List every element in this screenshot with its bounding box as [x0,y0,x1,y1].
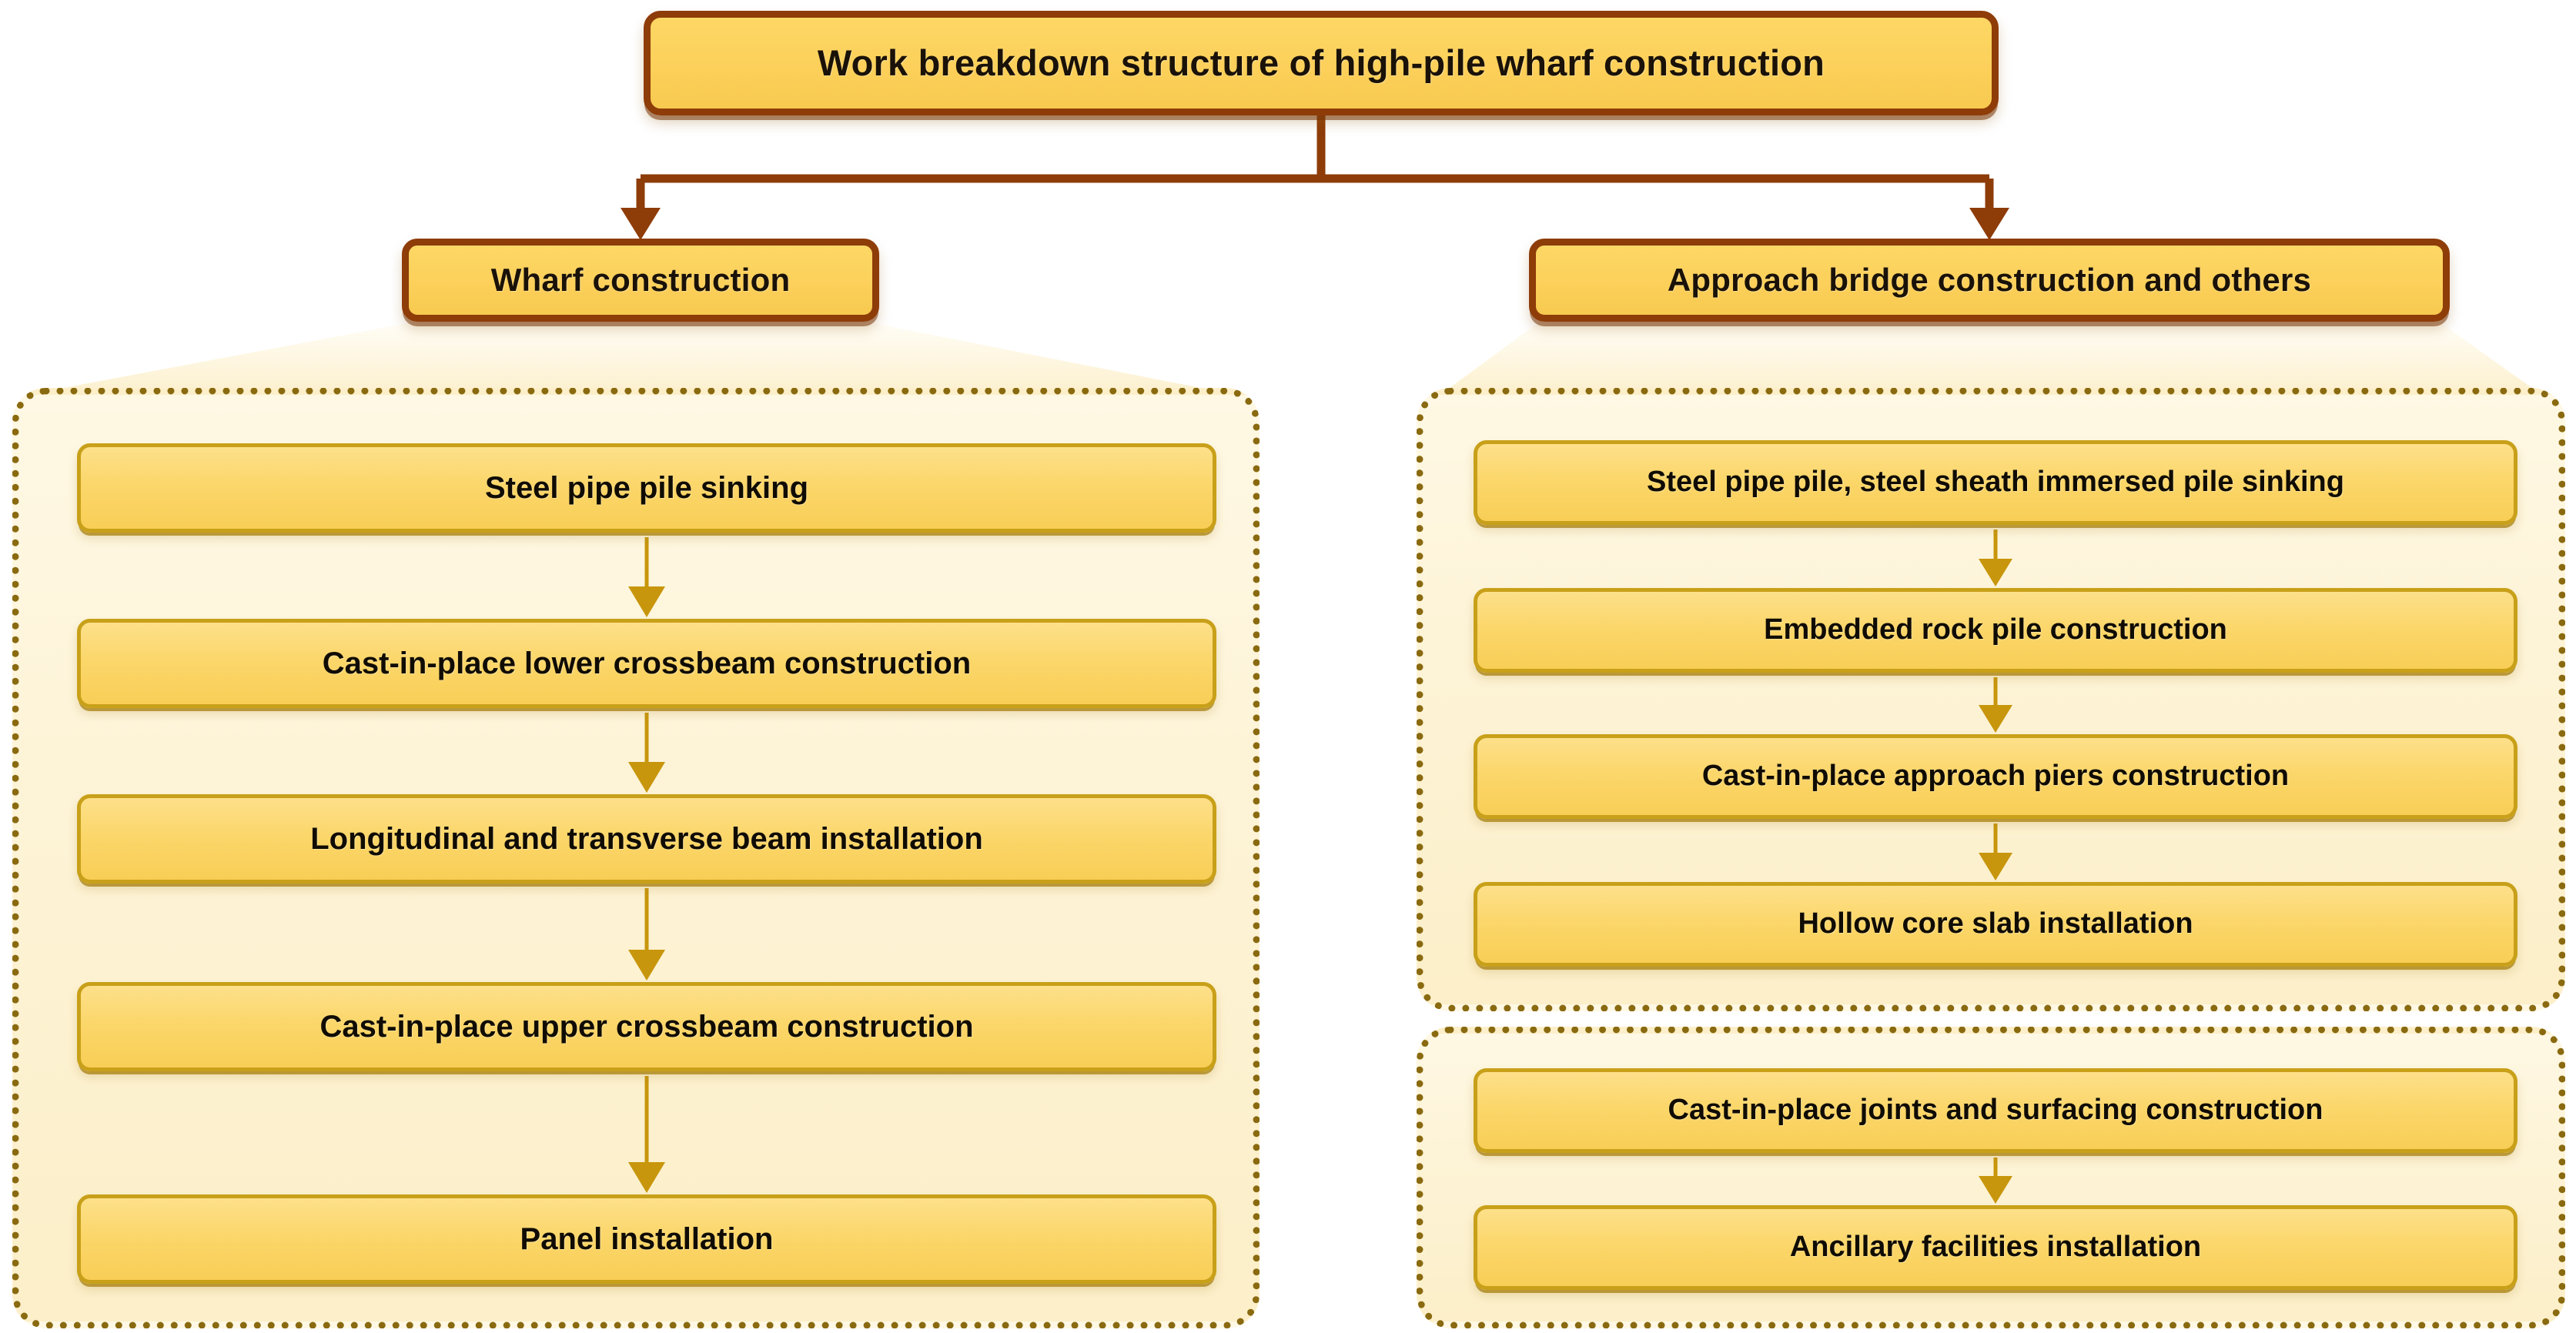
task-box[interactable]: Cast-in-place joints and surfacing const… [1474,1068,2517,1153]
task-box[interactable]: Cast-in-place approach piers constructio… [1474,734,2517,819]
task-label: Hollow core slab installation [1798,907,2193,940]
task-box[interactable]: Cast-in-place upper crossbeam constructi… [77,982,1216,1071]
task-box[interactable]: Cast-in-place lower crossbeam constructi… [77,619,1216,708]
root-node[interactable]: Work breakdown structure of high-pile wh… [644,11,1999,115]
task-box[interactable]: Steel pipe pile, steel sheath immersed p… [1474,440,2517,525]
task-box[interactable]: Longitudinal and transverse beam install… [77,794,1216,884]
task-label: Steel pipe pile, steel sheath immersed p… [1647,466,2344,499]
branch-node-wharf[interactable]: Wharf construction [402,239,879,322]
fan-approach [1441,322,2541,394]
branch-node-wharf-label: Wharf construction [490,261,791,298]
task-label: Embedded rock pile construction [1764,613,2227,646]
arrowhead-approach [1969,208,2009,240]
task-label: Cast-in-place lower crossbeam constructi… [322,646,972,680]
task-box[interactable]: Embedded rock pile construction [1474,588,2517,673]
task-box[interactable]: Panel installation [77,1194,1216,1284]
task-box[interactable]: Steel pipe pile sinking [77,443,1216,533]
task-box[interactable]: Hollow core slab installation [1474,882,2517,967]
task-label: Ancillary facilities installation [1789,1231,2202,1264]
task-box[interactable]: Ancillary facilities installation [1474,1205,2517,1290]
task-label: Steel pipe pile sinking [484,471,809,505]
root-node-label: Work breakdown structure of high-pile wh… [817,42,1825,84]
arrowhead-wharf [621,208,661,240]
task-label: Longitudinal and transverse beam install… [310,822,983,856]
task-label: Cast-in-place approach piers constructio… [1701,760,2290,793]
branch-node-approach[interactable]: Approach bridge construction and others [1529,239,2450,322]
task-label: Cast-in-place joints and surfacing const… [1668,1094,2323,1127]
task-label: Panel installation [520,1222,774,1256]
task-label: Cast-in-place upper crossbeam constructi… [319,1010,974,1044]
fan-wharf [31,322,1232,394]
branch-node-approach-label: Approach bridge construction and others [1667,261,2312,298]
